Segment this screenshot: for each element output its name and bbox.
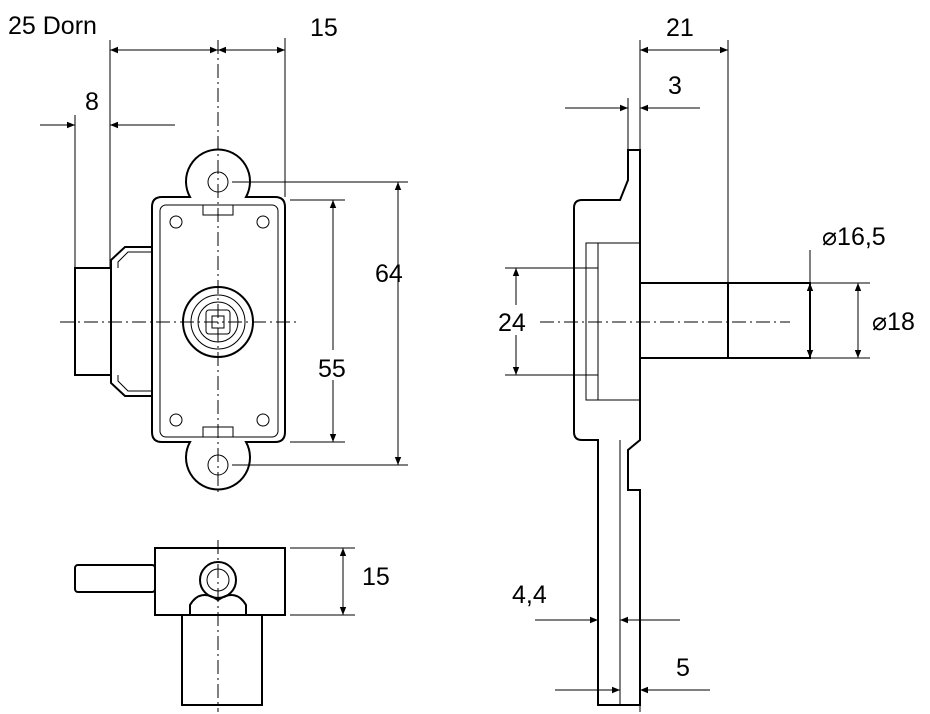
dim-outer-diameter-label: ⌀18 — [872, 308, 915, 336]
dim-top-right-label: 15 — [310, 14, 338, 42]
cylinder-body — [639, 282, 729, 359]
dim-flange2-label: 5 — [676, 654, 690, 682]
bottom-view: 15 — [74, 540, 390, 712]
dim-inner-diameter-label: ⌀16,5 — [822, 223, 886, 251]
dim-bolt-label: 8 — [85, 88, 99, 116]
dim-plate-label: 3 — [668, 72, 682, 100]
dim-total-depth-label: 21 — [666, 14, 694, 42]
front-view: 25 Dorn 15 8 64 55 — [8, 12, 408, 495]
side-view: 21 3 24 ⌀16,5 ⌀18 4,4 5 — [498, 14, 915, 712]
dim-height-total-label: 64 — [375, 260, 403, 288]
dim-depth-label: 15 — [362, 563, 390, 591]
dim-height-label: 24 — [498, 309, 526, 337]
dim-dorn-label: 25 Dorn — [8, 12, 97, 40]
dim-flange-label: 4,4 — [512, 581, 547, 609]
screws — [169, 215, 270, 427]
dim-height-plate-label: 55 — [318, 355, 346, 383]
